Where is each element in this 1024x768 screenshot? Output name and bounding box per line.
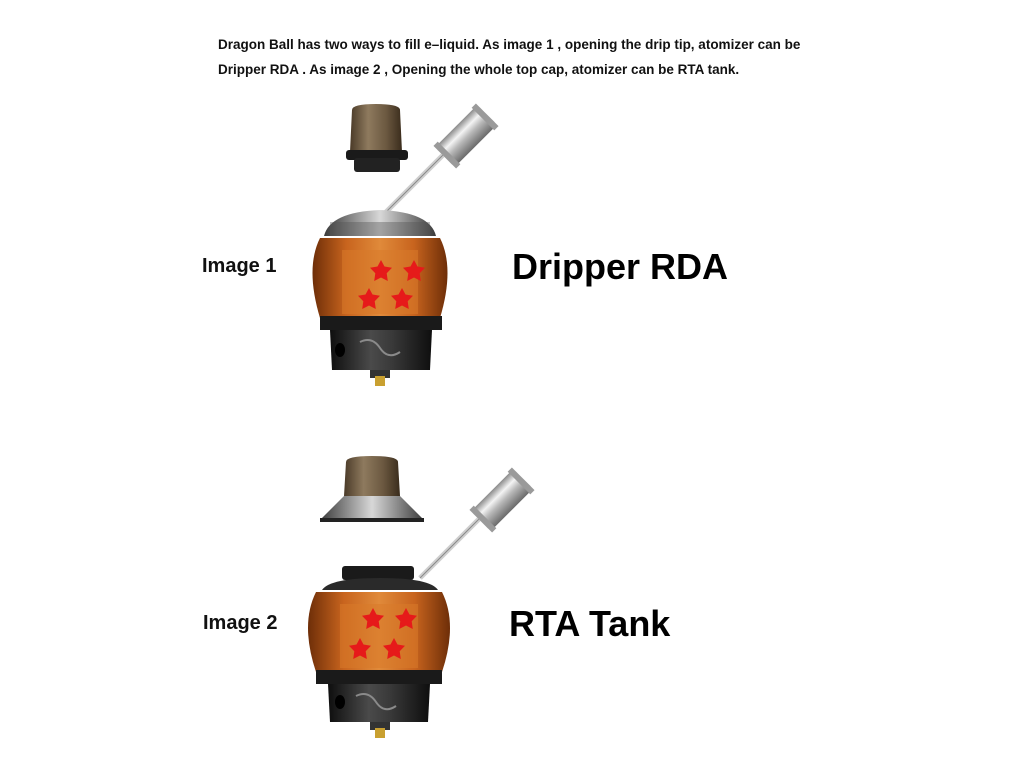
image-2-label: Image 2: [203, 612, 278, 634]
star-icon: [391, 288, 413, 309]
star-icon: [395, 608, 417, 629]
star-icon: [403, 260, 425, 281]
rta-tank-label: RTA Tank: [509, 603, 671, 644]
star-icon: [370, 260, 392, 281]
star-icon: [383, 638, 405, 659]
star-icon: [349, 638, 371, 659]
rda-assembly: [312, 103, 499, 386]
rta-assembly: [308, 456, 535, 738]
intro-line-2: Dripper RDA . As image 2 , Opening the w…: [218, 62, 740, 77]
pipette-icon: [384, 103, 499, 214]
pipette-icon: [418, 467, 535, 580]
star-icon: [358, 288, 380, 309]
intro-line-1: Dragon Ball has two ways to fill e–liqui…: [218, 37, 801, 52]
dripper-rda-label: Dripper RDA: [512, 246, 729, 287]
star-icon: [362, 608, 384, 629]
drip-tip-icon: [346, 104, 408, 172]
image-1-label: Image 1: [202, 255, 277, 277]
intro-text: Dragon Ball has two ways to fill e–liqui…: [218, 32, 858, 82]
top-cap-icon: [320, 456, 424, 522]
